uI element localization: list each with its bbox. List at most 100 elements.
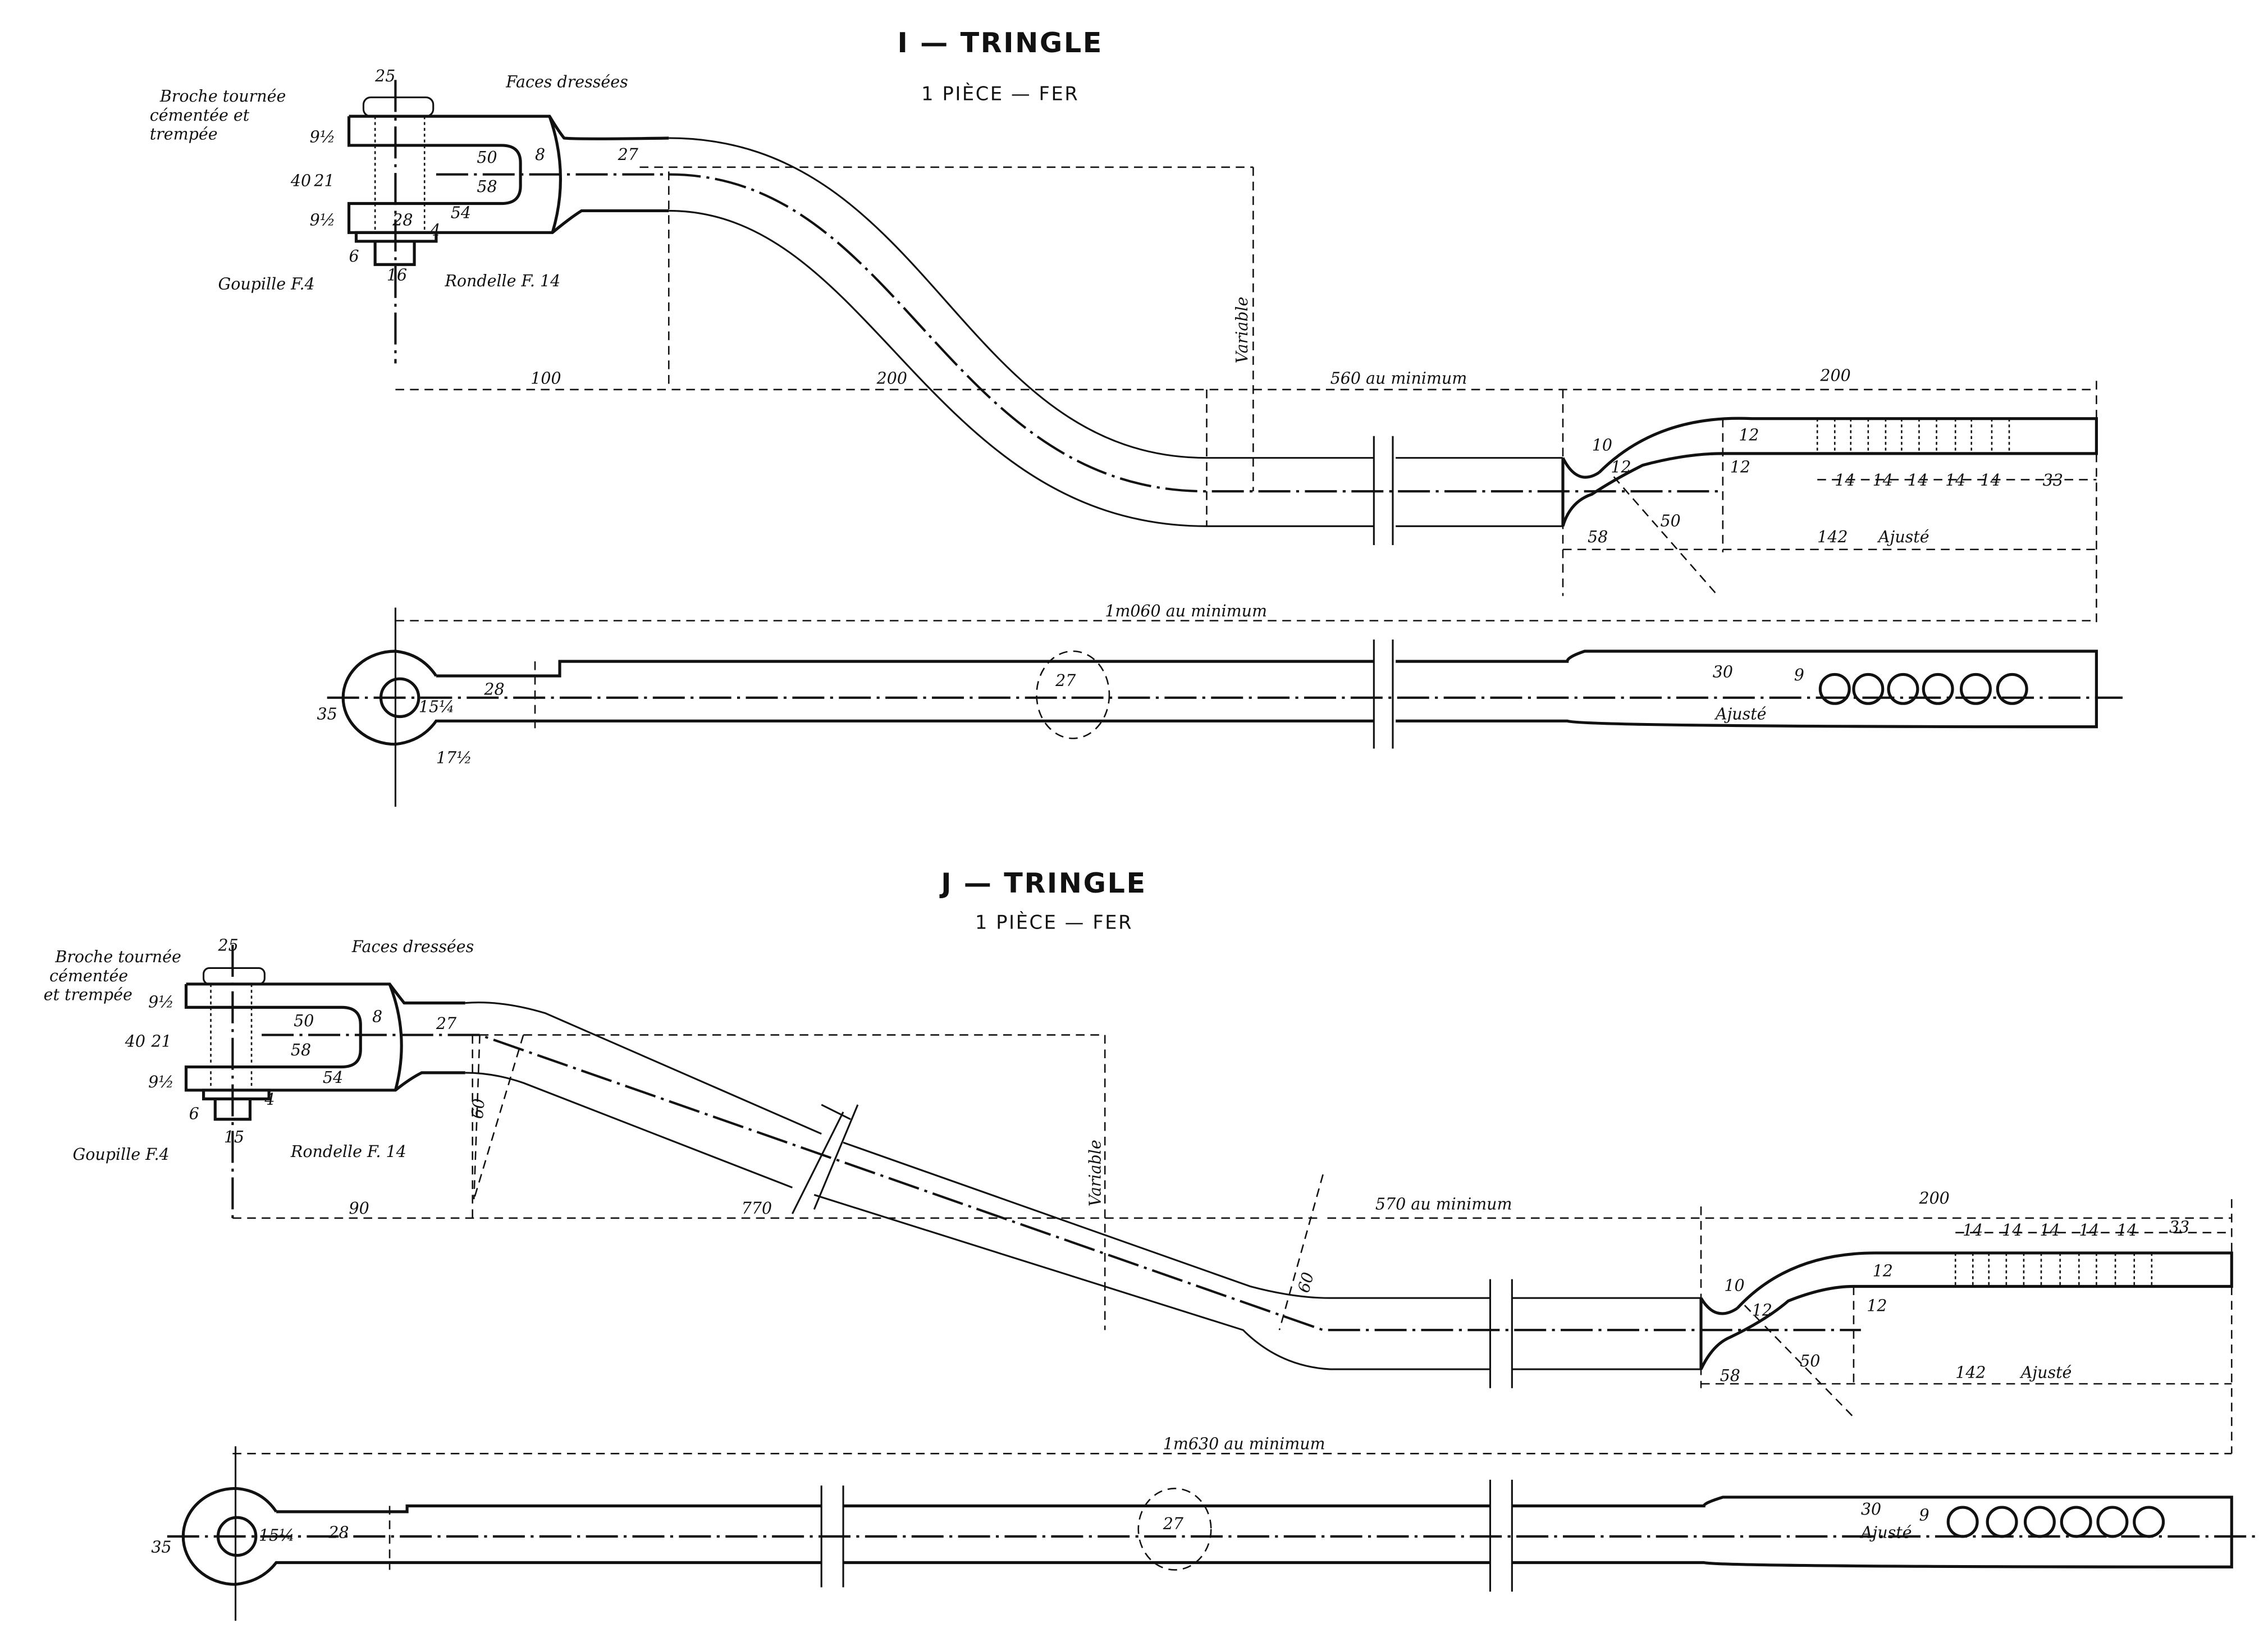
- dim-4: 4: [264, 1090, 275, 1109]
- dim-50: 50: [294, 1012, 314, 1030]
- dim-12-a: 12: [1873, 1261, 1893, 1280]
- dim-40: 40: [125, 1032, 145, 1050]
- dim-28-plan: 28: [328, 1523, 349, 1542]
- dim-50: 50: [477, 148, 497, 167]
- pin-head: [362, 96, 435, 117]
- dim-54: 54: [451, 203, 471, 222]
- dim-60-b: 60: [1295, 1270, 1318, 1295]
- dimension-lines: [232, 1034, 2233, 1454]
- ajuste-plan: Ajusté: [1714, 705, 1767, 724]
- dim-12-c: 12: [1752, 1301, 1772, 1319]
- fork-outline: [347, 115, 669, 234]
- note-broche: Broche tournée: [54, 948, 181, 966]
- overall-length: 1m630 au minimum: [1163, 1435, 1325, 1453]
- dim-58: 58: [1720, 1366, 1740, 1385]
- rod-centerline: [262, 1033, 1861, 1332]
- washer-and-cotter: [202, 1089, 271, 1121]
- note-goupille: Goupille F.4: [72, 1145, 169, 1164]
- dim-10: 10: [1592, 436, 1612, 455]
- dim-60: 60: [468, 1097, 488, 1119]
- dim-100: 100: [531, 369, 561, 388]
- dim-8: 8: [372, 1007, 382, 1026]
- variable-label: Variable: [1233, 297, 1251, 364]
- pitch-4: 14: [2079, 1221, 2099, 1240]
- dim-570-minimum: 570 au minimum: [1375, 1195, 1512, 1213]
- dim-90: 90: [349, 1199, 369, 1218]
- rod-top-edge: [465, 1002, 1701, 1299]
- adjustment-holes: [1946, 1506, 2165, 1538]
- dim-27-plan: 27: [1163, 1515, 1184, 1533]
- dim-r50: 50: [1660, 511, 1680, 530]
- overall-length: 1m060 au minimum: [1105, 602, 1267, 620]
- dim-25: 25: [217, 936, 238, 954]
- dim-27: 27: [436, 1014, 457, 1033]
- dim-28-plan: 28: [483, 680, 504, 699]
- drawing-i: I — TRINGLE 1 PIÈCE — FER 100 200 560 au…: [150, 26, 2123, 807]
- hole: [1946, 1506, 1979, 1538]
- drawing-j-subtitle: 1 PIÈCE — FER: [975, 911, 1133, 934]
- section-circle: [1137, 1488, 1212, 1571]
- hole: [1818, 673, 1851, 705]
- break-mark: [1373, 436, 1394, 545]
- note-trempee: trempée: [150, 125, 218, 144]
- drawing-i-subtitle: 1 PIÈCE — FER: [921, 83, 1079, 105]
- dim-142: 142: [1817, 528, 1848, 546]
- dim-27: 27: [618, 145, 639, 164]
- pitch-3: 14: [2040, 1221, 2060, 1240]
- dim-28: 28: [392, 211, 413, 229]
- pitch-2: 14: [2002, 1221, 2022, 1240]
- pitch-5: 14: [1980, 471, 2000, 490]
- drawing-i-title: I — TRINGLE: [898, 26, 1103, 59]
- dim-21: 21: [313, 171, 334, 190]
- variable-label: Variable: [1086, 1140, 1104, 1206]
- pitch-5: 14: [2117, 1221, 2137, 1240]
- dim-35: 35: [151, 1538, 171, 1556]
- pitch-3: 14: [1908, 471, 1928, 490]
- bar-outline: [181, 1487, 2233, 1586]
- dim-33: 33: [2043, 471, 2063, 490]
- adjustment-holes: [1818, 673, 2028, 705]
- pin-hidden-lines: [374, 116, 426, 233]
- hole: [2060, 1506, 2092, 1538]
- dim-770: 770: [742, 1199, 772, 1218]
- hole: [2133, 1506, 2165, 1538]
- dim-17: 17½: [436, 748, 472, 767]
- flat-end-outline: [1561, 417, 2098, 527]
- ajuste-plan: Ajusté: [1859, 1523, 1912, 1542]
- dim-40: 40: [290, 171, 311, 190]
- drawing-j-title: J — TRINGLE: [939, 867, 1146, 899]
- note-rondelle: Rondelle F. 14: [290, 1142, 406, 1161]
- dim-33: 33: [2169, 1218, 2189, 1237]
- pitch-1: 14: [1963, 1221, 1983, 1240]
- dim-12-c: 12: [1611, 458, 1631, 477]
- dim-27-plan: 27: [1055, 671, 1076, 690]
- dim-142: 142: [1955, 1364, 1986, 1382]
- dim-4-6: 6: [349, 247, 359, 266]
- pin-hidden-lines: [210, 984, 253, 1090]
- hole: [1959, 673, 1992, 705]
- dim-r50: 50: [1800, 1352, 1820, 1370]
- note-faces: Faces dressées: [351, 938, 474, 956]
- dim-58-fork: 58: [291, 1041, 311, 1059]
- dim-9-b: 9½: [310, 211, 336, 229]
- dim-25: 25: [374, 67, 395, 85]
- hole: [1852, 673, 1885, 705]
- note-goupille: Goupille F.4: [218, 275, 314, 293]
- dim-8: 8: [535, 145, 545, 164]
- hole: [1986, 1506, 2018, 1538]
- note-trempee: et trempée: [44, 985, 132, 1004]
- break-mark-plan: [1373, 639, 1394, 749]
- rod-bottom-edge: [669, 209, 1563, 527]
- dim-15-plan: 15¼: [259, 1526, 295, 1545]
- dim-54: 54: [323, 1068, 343, 1087]
- dim-30: 30: [1713, 663, 1733, 682]
- washer-and-cotter: [354, 231, 438, 266]
- section-circle: [1036, 650, 1110, 739]
- dim-30: 30: [1861, 1500, 1881, 1519]
- note-rondelle: Rondelle F. 14: [444, 272, 560, 290]
- hole-positions: [1954, 1252, 2153, 1287]
- dim-12-b: 12: [1867, 1297, 1887, 1315]
- break-mark: [792, 1104, 859, 1214]
- rod-bottom-edge: [465, 1072, 1701, 1370]
